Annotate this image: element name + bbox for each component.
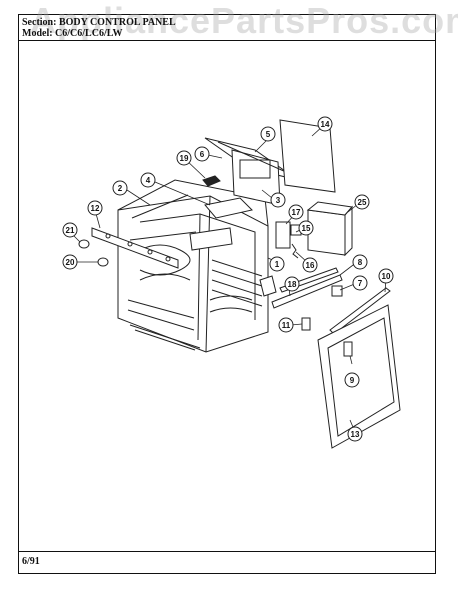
- callout-8: 8: [352, 254, 368, 270]
- callout-label: 2: [118, 184, 123, 193]
- callout-5: 5: [260, 126, 276, 142]
- callout-13: 13: [347, 426, 363, 442]
- callout-label: 15: [302, 224, 311, 233]
- callout-circle: [278, 317, 294, 333]
- callout-circle: [352, 275, 368, 291]
- footer-divider: [18, 551, 436, 552]
- callout-21: 21: [62, 222, 78, 238]
- callout-11: 11: [278, 317, 294, 333]
- callout-label: 5: [266, 130, 271, 139]
- callout-label: 20: [66, 258, 75, 267]
- rear-cover-plate: [279, 119, 336, 193]
- section-title: Section: BODY CONTROL PANEL: [22, 17, 176, 28]
- callout-17: 17: [288, 204, 304, 220]
- callout-20: 20: [62, 254, 78, 270]
- callout-18: 18: [284, 276, 300, 292]
- callout-14: 14: [317, 116, 333, 132]
- callout-label: 10: [382, 272, 391, 281]
- callout-circle: [352, 254, 368, 270]
- callout-label: 25: [358, 198, 367, 207]
- callout-2: 2: [112, 180, 128, 196]
- callout-12: 12: [87, 200, 103, 216]
- oven-door: [317, 304, 401, 449]
- electronic-box: [306, 201, 353, 257]
- callout-label: 6: [200, 150, 205, 159]
- callout-label: 9: [350, 376, 355, 385]
- callout-15: 15: [298, 220, 314, 236]
- callout-6: 6: [194, 146, 210, 162]
- callout-circle: [270, 192, 286, 208]
- callout-label: 3: [276, 196, 281, 205]
- callout-25: 25: [354, 194, 370, 210]
- callout-circle: [288, 204, 304, 220]
- callout-label: 14: [321, 120, 330, 129]
- callout-circle: [317, 116, 333, 132]
- callout-circle: [176, 150, 192, 166]
- callout-3: 3: [270, 192, 286, 208]
- callout-circle: [62, 222, 78, 238]
- callout-label: 21: [66, 226, 75, 235]
- callout-7: 7: [352, 275, 368, 291]
- callout-circle: [284, 276, 300, 292]
- callout-circle: [378, 268, 394, 284]
- oven-body: [117, 179, 269, 353]
- callout-label: 11: [282, 321, 291, 330]
- callout-label: 1: [275, 260, 280, 269]
- callout-label: 13: [351, 430, 360, 439]
- callout-circle: [62, 254, 78, 270]
- model-line: Model: C6/C6/LC6/LW: [22, 28, 123, 39]
- callout-circle: [140, 172, 156, 188]
- clip-part: [202, 175, 221, 187]
- callout-circle: [302, 257, 318, 273]
- diagram-frame: [18, 14, 436, 574]
- callout-1: 1: [269, 256, 285, 272]
- callout-label: 4: [146, 176, 151, 185]
- callout-4: 4: [140, 172, 156, 188]
- callout-circle: [344, 372, 360, 388]
- callout-circle: [112, 180, 128, 196]
- callout-circle: [298, 220, 314, 236]
- callout-19: 19: [176, 150, 192, 166]
- callout-10: 10: [378, 268, 394, 284]
- callout-circle: [347, 426, 363, 442]
- callout-circle: [260, 126, 276, 142]
- side-strips: [259, 267, 343, 309]
- callout-label: 12: [91, 204, 100, 213]
- knob-parts: [78, 239, 109, 267]
- callout-label: 19: [180, 154, 189, 163]
- callout-label: 16: [306, 261, 315, 270]
- revision-date: 6/91: [22, 556, 40, 567]
- callout-9: 9: [344, 372, 360, 388]
- callout-circle: [194, 146, 210, 162]
- callout-circle: [269, 256, 285, 272]
- callout-16: 16: [302, 257, 318, 273]
- callout-circle: [87, 200, 103, 216]
- top-panel-part: [204, 197, 253, 219]
- front-trim-strip: [91, 227, 179, 269]
- callout-label: 18: [288, 280, 297, 289]
- switch-assembly: [275, 221, 302, 259]
- callout-circle: [354, 194, 370, 210]
- header-divider: [18, 40, 436, 41]
- callout-label: 7: [358, 279, 363, 288]
- callout-label: 8: [358, 258, 363, 267]
- control-panel-assembly: [204, 137, 299, 206]
- callout-label: 17: [292, 208, 301, 217]
- small-block-part: [331, 285, 343, 297]
